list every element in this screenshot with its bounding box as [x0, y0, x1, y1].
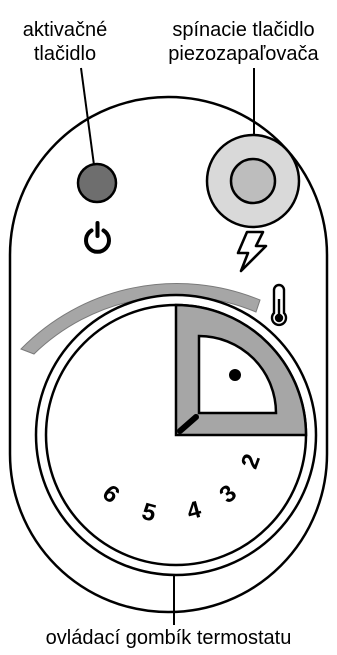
knob-window-dot	[229, 369, 241, 381]
activation-button[interactable]	[78, 164, 116, 202]
thermostat-knob[interactable]	[36, 295, 316, 575]
piezo-ignition-button[interactable]	[207, 135, 299, 227]
thermometer-icon	[272, 285, 286, 325]
